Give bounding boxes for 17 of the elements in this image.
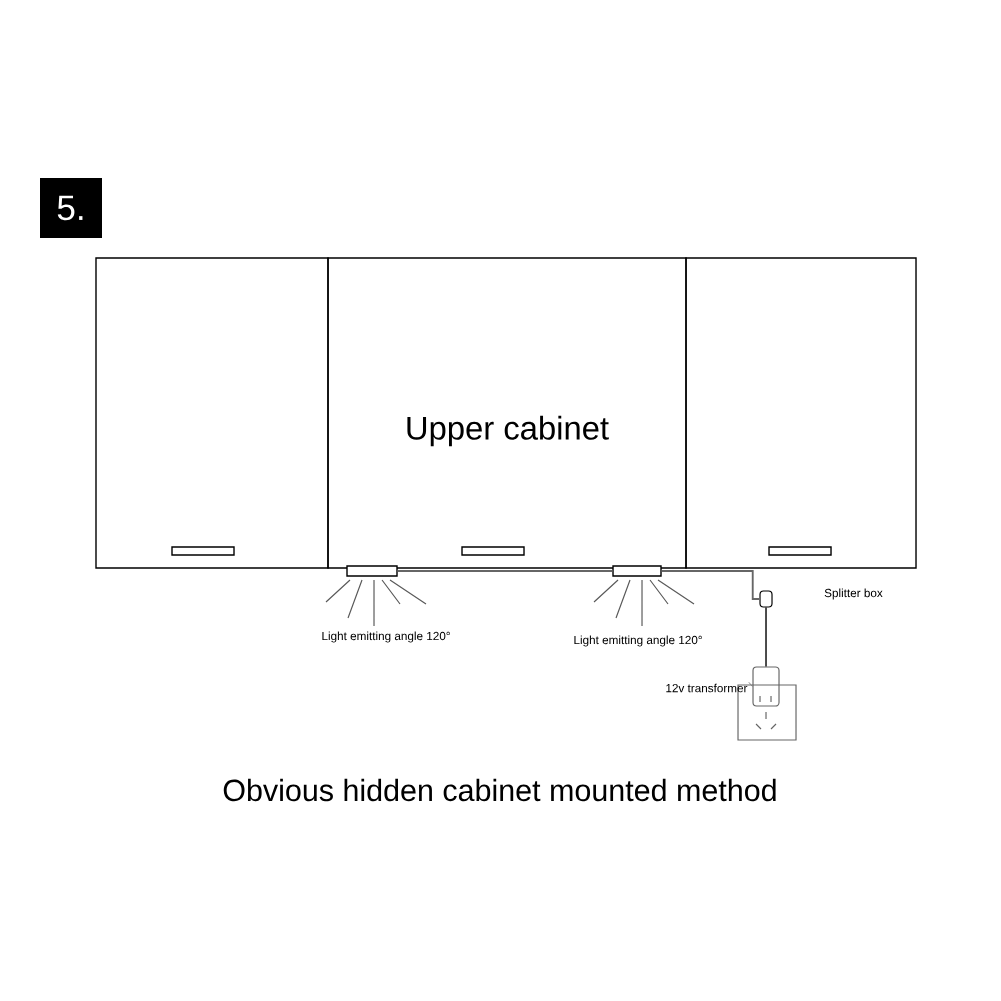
light-bar	[612, 565, 662, 577]
cabinet-box	[685, 257, 917, 569]
label-text: Light emitting angle 120°	[322, 631, 450, 643]
transformer-plug	[752, 666, 780, 707]
splitter-box	[759, 590, 773, 608]
cabinet-box	[95, 257, 329, 569]
label-text: 12v transformer	[666, 683, 748, 693]
label-text: Splitter box	[824, 588, 883, 600]
cabinet-box: Upper cabinet	[327, 257, 687, 569]
leader-line	[748, 681, 753, 687]
caption: Obvious hidden cabinet mounted method	[223, 778, 776, 802]
cable	[660, 570, 761, 600]
label-text: Light emitting angle 120°	[574, 635, 702, 647]
light-bar	[346, 565, 398, 577]
cable	[765, 606, 767, 668]
cable	[396, 570, 614, 572]
number-badge: 5.	[40, 178, 102, 238]
